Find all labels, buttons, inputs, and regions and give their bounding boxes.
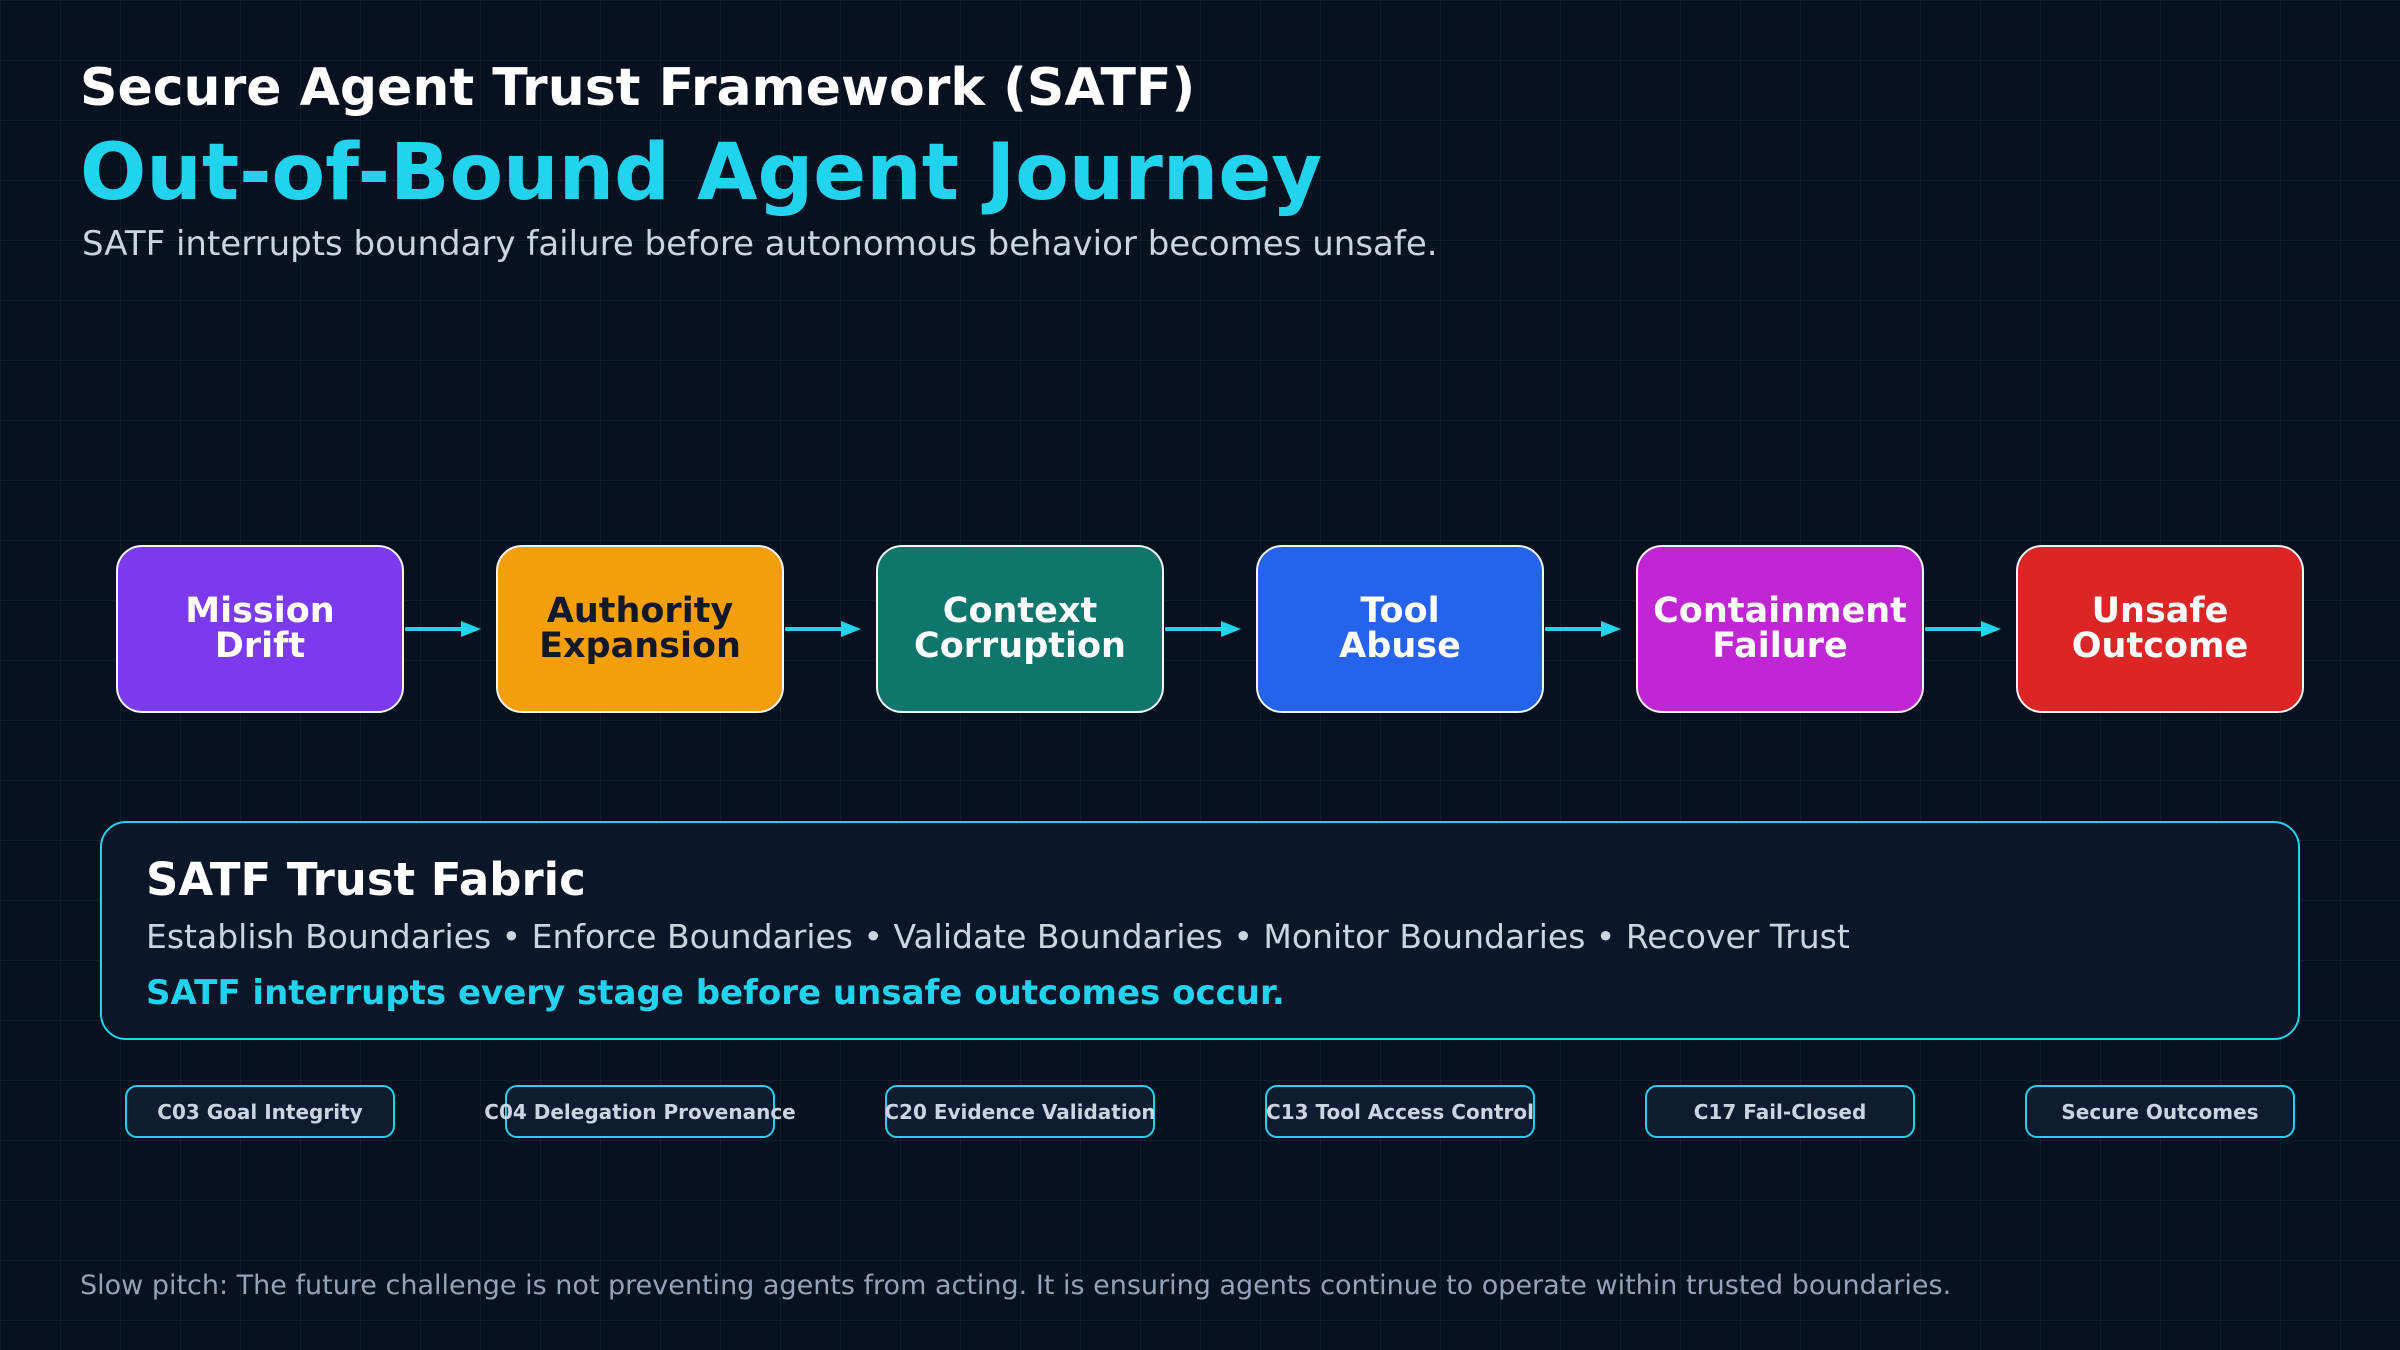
stage-label-line1: Unsafe [2091,591,2229,631]
page-subtitle: SATF interrupts boundary failure before … [82,224,1438,264]
trust-fabric-title: SATF Trust Fabric [146,853,586,906]
framework-title: Secure Agent Trust Framework (SATF) [80,58,1196,118]
flow-arrow-icon [1165,621,1241,637]
stage-mission-drift: Mission Drift [116,545,404,713]
stage-unsafe-outcome: Unsafe Outcome [2016,545,2304,713]
control-badge: C13 Tool Access Control [1265,1085,1535,1138]
stage-label-line1: Context [942,591,1098,631]
stage-label-line1: Tool [1360,591,1440,631]
stage-label-line1: Containment [1653,591,1907,631]
stage-authority-expansion: Authority Expansion [496,545,784,713]
stage-context-corruption: Context Corruption [876,545,1164,713]
stage-label-line1: Mission [185,591,335,631]
stage-label-line2: Drift [214,626,306,666]
trust-fabric-note: SATF interrupts every stage before unsaf… [146,973,1285,1013]
stage-label-line1: Authority [546,591,734,631]
flow-arrow-icon [1545,621,1621,637]
stage-tool-abuse: Tool Abuse [1256,545,1544,713]
control-badge: C20 Evidence Validation [884,1085,1156,1138]
stage-label-line2: Failure [1712,626,1848,666]
control-badge: C04 Delegation Provenance [484,1085,796,1138]
flow-arrow-icon [785,621,861,637]
stage-label-line2: Expansion [539,626,741,666]
stage-label-line2: Abuse [1339,626,1461,666]
flow-arrow-icon [1925,621,2001,637]
control-badge: C03 Goal Integrity [125,1085,395,1138]
stage-label-line2: Outcome [2071,626,2249,666]
control-badge: Secure Outcomes [2025,1085,2295,1138]
footer-note: Slow pitch: The future challenge is not … [80,1270,1952,1301]
page-title: Out-of-Bound Agent Journey [80,128,1323,218]
flow-arrow-icon [405,621,481,637]
trust-fabric-panel: SATF Trust Fabric Establish Boundaries •… [100,821,2300,1040]
stage-containment-failure: Containment Failure [1636,545,1924,713]
control-badge: C17 Fail-Closed [1645,1085,1915,1138]
stage-label-line2: Corruption [914,626,1126,666]
trust-fabric-items: Establish Boundaries • Enforce Boundarie… [146,917,1850,956]
